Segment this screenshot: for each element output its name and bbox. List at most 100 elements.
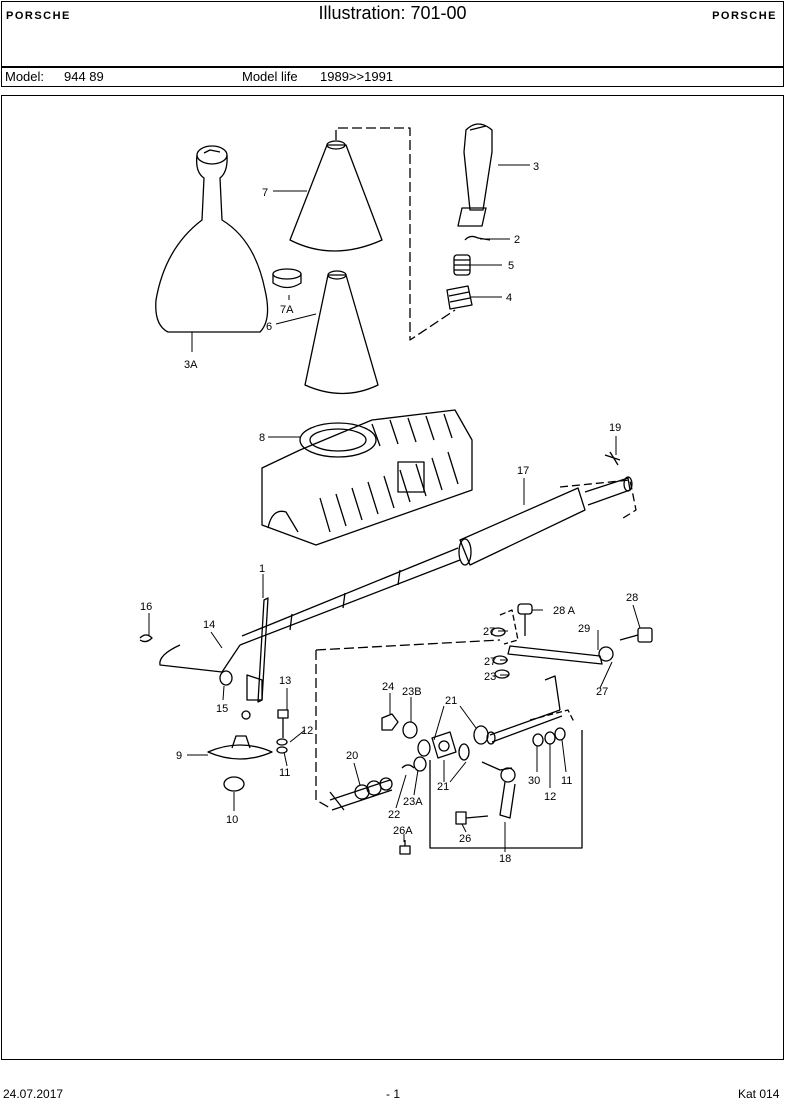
model-value: 944 89 [64, 69, 104, 84]
assembly-line-rod [559, 479, 637, 521]
label-23b: 23B [402, 686, 422, 698]
part-console-cover-8 [261, 409, 473, 546]
assembly-line-top [315, 639, 501, 651]
part-bolt-28 [619, 627, 653, 643]
label-10: 10 [226, 814, 238, 826]
label-27-middle: 27 [484, 656, 496, 668]
part-nut-24 [381, 713, 399, 731]
label-6: 6 [266, 321, 272, 333]
label-3: 3 [533, 161, 539, 173]
label-29: 29 [578, 623, 590, 635]
label-26: 26 [459, 833, 471, 845]
label-24: 24 [382, 681, 394, 693]
part-clip-16 [139, 634, 153, 643]
part-shift-knob-3 [457, 123, 493, 227]
label-14: 14 [203, 619, 215, 631]
label-23a: 23A [403, 796, 423, 808]
label-8: 8 [259, 432, 265, 444]
label-21-top: 21 [445, 695, 457, 707]
label-19: 19 [609, 422, 621, 434]
part-link-29 [507, 645, 603, 665]
part-bearing-21 [417, 725, 489, 761]
part-washer-30 [532, 733, 544, 747]
leader-lines [148, 164, 641, 852]
part-screw-26a [399, 840, 411, 855]
part-washer-23 [494, 669, 510, 679]
label-11-right: 11 [561, 775, 572, 787]
label-9: 9 [176, 750, 182, 762]
model-label: Model: [5, 69, 45, 84]
part-washer-12b [544, 731, 556, 745]
part-washer-15 [219, 670, 233, 686]
label-30: 30 [528, 775, 540, 787]
part-washer-11a [276, 746, 288, 754]
illustration-frame [1, 95, 784, 1060]
part-spring-5 [453, 254, 471, 276]
label-7: 7 [262, 187, 268, 199]
part-screw-19 [604, 451, 621, 466]
label-4: 4 [506, 292, 512, 304]
assembly-line-28a [499, 609, 519, 645]
label-13: 13 [279, 675, 291, 687]
footer-date: 24.07.2017 [3, 1087, 64, 1101]
model-bar: Model: 944 89 Model life 1989>>1991 [1, 67, 784, 87]
label-18: 18 [499, 853, 511, 865]
label-12-right: 12 [544, 791, 556, 803]
part-washer-23a [413, 756, 427, 772]
page-title: Illustration: 701-00 [318, 3, 467, 23]
label-16: 16 [140, 601, 152, 613]
part-cone-6 [304, 270, 379, 395]
part-boot-knob-3a [155, 145, 269, 333]
part-bushing-10 [223, 776, 245, 792]
label-3a: 3A [184, 359, 198, 371]
label-17: 17 [517, 465, 529, 477]
part-bolt-26 [455, 811, 489, 825]
label-27-top: 27 [483, 626, 495, 638]
part-washer-11b [554, 727, 566, 741]
part-ring-7a [272, 268, 302, 289]
assembly-line-left [315, 650, 331, 809]
part-washer-27a [490, 627, 506, 637]
assembly-line-cone [335, 127, 456, 341]
label-15: 15 [216, 703, 228, 715]
bracket-18 [429, 730, 583, 849]
part-washer-27c [598, 646, 614, 662]
label-1: 1 [259, 563, 265, 575]
part-insert-4 [446, 285, 473, 310]
callout-labels: 7 3 2 5 4 7A 6 3A 8 19 17 1 16 14 15 13 … [140, 161, 638, 865]
part-bolt-28a [517, 603, 533, 636]
porsche-logo-left: PORSCHE [6, 10, 71, 22]
label-27-right: 27 [596, 686, 608, 698]
label-21-bottom: 21 [437, 781, 449, 793]
label-23: 23 [484, 671, 496, 683]
label-26a: 26A [393, 825, 413, 837]
part-plate-9 [207, 735, 273, 760]
part-shaft-20 [329, 777, 393, 811]
label-22: 22 [388, 809, 400, 821]
part-clip-22 [401, 764, 415, 769]
assembly-line-30 [529, 709, 575, 723]
label-12-left: 12 [301, 725, 313, 737]
label-2: 2 [514, 234, 520, 246]
part-bolt-13 [277, 709, 289, 738]
part-shift-rod-17 [159, 476, 633, 673]
label-11-left: 11 [279, 767, 290, 779]
footer-catalog: Kat 014 [738, 1087, 780, 1101]
part-shift-lever-1 [241, 597, 269, 720]
part-washer-12a [276, 738, 288, 746]
label-28: 28 [626, 592, 638, 604]
header-box: PORSCHE Illustration: 701-00 PORSCHE [1, 1, 784, 67]
part-selector-lever-18 [481, 761, 516, 819]
part-cone-7 [289, 140, 383, 252]
label-28a: 28 A [553, 605, 576, 617]
part-clip-2 [464, 235, 491, 241]
model-life-label: Model life [242, 69, 298, 84]
model-life-value: 1989>>1991 [320, 69, 394, 84]
label-5: 5 [508, 260, 514, 272]
part-washer-23b [402, 721, 418, 739]
label-7a: 7A [280, 304, 294, 316]
footer-page-number: - 1 [386, 1087, 401, 1101]
label-20: 20 [346, 750, 358, 762]
part-pin-rod [486, 675, 563, 745]
